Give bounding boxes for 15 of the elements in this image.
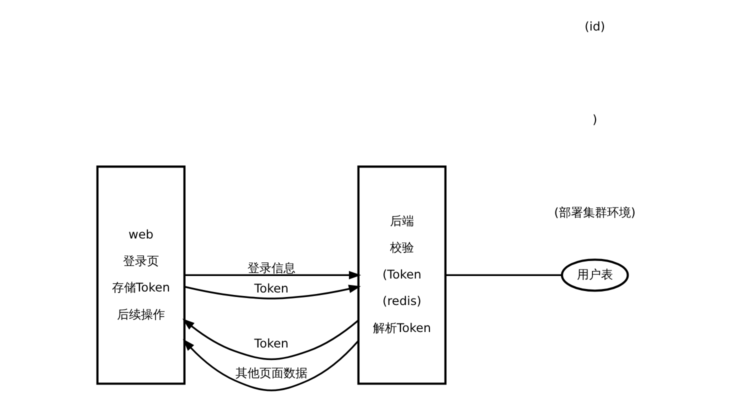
label: (id) (584, 19, 606, 34)
arrow (184, 270, 362, 280)
arrow (182, 339, 359, 392)
edge-label: Token (254, 336, 289, 351)
label: ) (592, 112, 598, 126)
node-ellipse: 用户表 (560, 258, 629, 292)
node-box: web 登录页 存储Token 后续操作 (96, 166, 186, 385)
edge-label: Token (254, 282, 289, 296)
arrow (184, 284, 361, 300)
edge-label: 登录信息 (247, 260, 296, 275)
connector (445, 274, 562, 276)
edge-label: 其他页面数据 (235, 366, 308, 380)
label: (部署集群环境) (554, 205, 636, 220)
arrow (182, 318, 359, 360)
node-box: 后端 校验 (Token (redis) 解析Token (357, 166, 447, 385)
